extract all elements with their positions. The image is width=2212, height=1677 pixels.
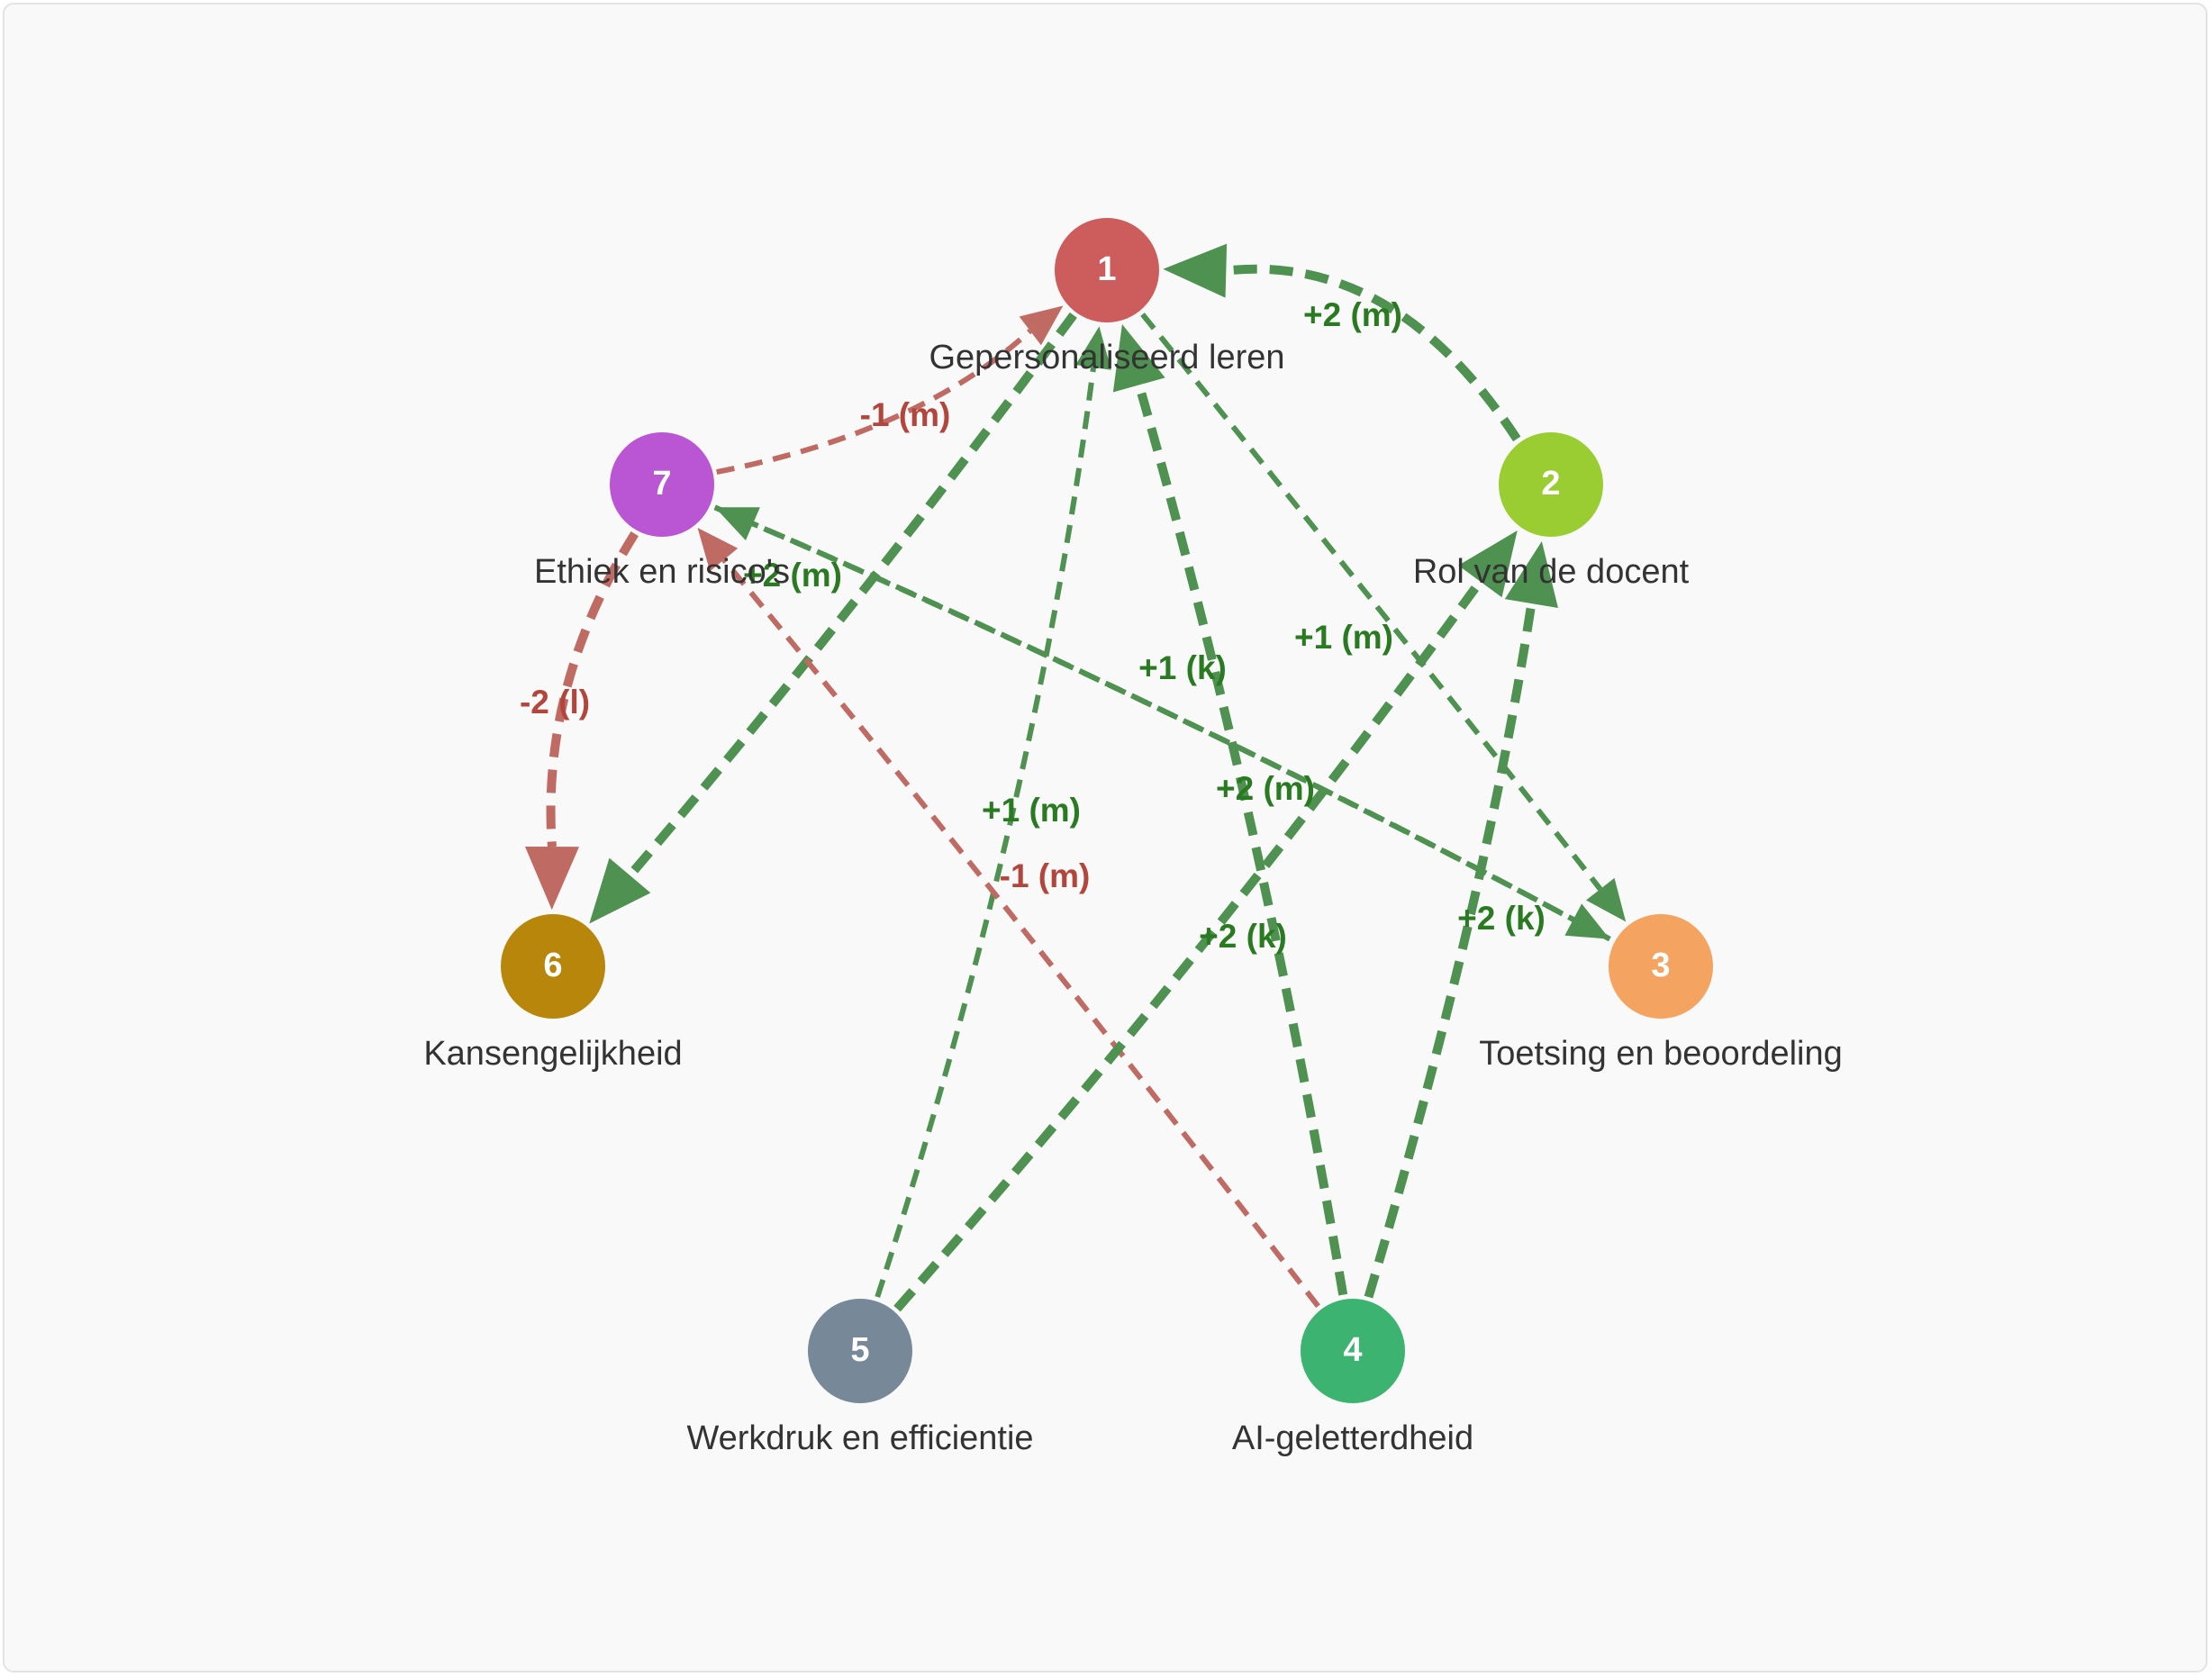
edge-label-7-1: -1 (m) xyxy=(860,396,951,433)
edge-arrowhead-4-1 xyxy=(1112,324,1165,393)
edge-4-2 xyxy=(1364,603,1537,1299)
edge-arrowhead-1-3 xyxy=(1586,877,1627,922)
node-number-1: 1 xyxy=(1097,250,1116,288)
node-label-3: Toetsing en beoordeling xyxy=(1479,1035,1843,1073)
node-label-4: AI-geletterdheid xyxy=(1232,1419,1473,1457)
edge-arrowhead-3-7 xyxy=(714,507,760,540)
edge-7-6 xyxy=(546,530,639,848)
node-label-6: Kansengelijkheid xyxy=(423,1035,682,1073)
edge-4-7 xyxy=(721,557,1320,1309)
node-label-2: Rol van de docent xyxy=(1413,553,1690,591)
node-circle-3[interactable] xyxy=(1609,914,1713,1019)
edge-5-1 xyxy=(875,367,1096,1298)
node-circle-7[interactable] xyxy=(610,432,714,537)
edges-layer xyxy=(524,243,1627,1312)
node-number-7: 7 xyxy=(652,465,671,503)
edge-label-4-2: +2 (k) xyxy=(1457,900,1546,937)
edge-label-4-7: -1 (m) xyxy=(1000,857,1091,894)
node-circle-4[interactable] xyxy=(1301,1299,1405,1403)
edge-arrowhead-1-6 xyxy=(589,857,651,924)
edge-4-1 xyxy=(1134,384,1348,1296)
node-label-5: Werkdruk en efficientie xyxy=(686,1419,1033,1457)
edge-1-6 xyxy=(626,312,1077,879)
edge-1-3 xyxy=(1140,313,1603,892)
edge-2-1 xyxy=(1225,264,1521,442)
edge-arrowhead-7-6 xyxy=(524,846,579,911)
edge-label-2-1: +2 (m) xyxy=(1303,296,1402,333)
edge-arrowhead-5-1 xyxy=(1075,326,1111,370)
edge-7-1 xyxy=(716,329,1032,475)
edge-label-5-1: +1 (m) xyxy=(982,792,1081,829)
node-number-4: 4 xyxy=(1343,1331,1362,1369)
node-circle-5[interactable] xyxy=(808,1299,912,1403)
edge-label-7-6: -2 (l) xyxy=(520,684,590,721)
edge-label-4-1: +2 (m) xyxy=(1216,770,1315,807)
node-number-3: 3 xyxy=(1651,947,1670,984)
edge-labels-layer: +2 (m) -1 (m) +2 (m) -2 (l) +1 (m) +2 (m) +1 (… xyxy=(520,296,1546,955)
edge-label-1-3: +1 (m) xyxy=(1294,619,1393,656)
node-circle-1[interactable] xyxy=(1055,218,1159,322)
node-number-5: 5 xyxy=(850,1331,869,1369)
edge-label-7-3: +1 (k) xyxy=(1138,649,1227,686)
edge-arrowhead-4-7 xyxy=(697,527,739,572)
node-circle-6[interactable] xyxy=(501,914,605,1019)
edge-5-2 xyxy=(893,578,1484,1312)
edge-label-1-6: +2 (m) xyxy=(743,557,842,594)
node-number-2: 2 xyxy=(1541,465,1560,503)
node-label-1: Gepersonaliseerd leren xyxy=(929,339,1284,376)
edge-arrowhead-2-1 xyxy=(1163,243,1228,298)
edge-arrowhead-4-2 xyxy=(1504,541,1558,608)
node-number-6: 6 xyxy=(543,947,562,984)
node-circle-2[interactable] xyxy=(1499,432,1603,537)
node-label-7: Ethiek en risico's xyxy=(534,553,790,591)
edge-arrowhead-5-2 xyxy=(1458,530,1518,598)
node-4[interactable]: 4AI-geletterdheid xyxy=(1232,1299,1473,1457)
edge-arrowhead-7-1 xyxy=(1019,305,1064,346)
edge-label-5-2: +2 (k) xyxy=(1199,918,1287,955)
